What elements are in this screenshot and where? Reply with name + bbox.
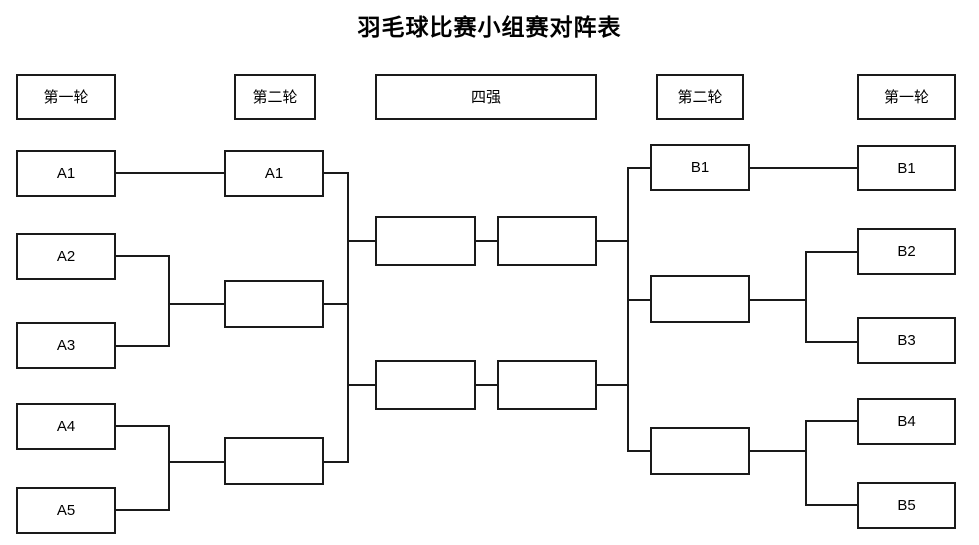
connector-left-a4a5-vertical <box>168 425 170 511</box>
connector-right-sf-top-vertical <box>627 167 629 301</box>
connector-left-r2mid-stub <box>324 303 349 305</box>
connector-right-sf-bottom-out <box>597 384 627 386</box>
slot-left-r1-a1[interactable]: A1 <box>16 150 116 197</box>
slot-right-r1-b4[interactable]: B4 <box>857 398 956 445</box>
header-left-round1: 第一轮 <box>16 74 116 120</box>
connector-left-sf-bottom-vertical <box>347 303 349 463</box>
connector-left-a1-straight <box>116 172 224 174</box>
slot-semifinal-right-top[interactable] <box>497 216 597 266</box>
connector-right-b3-stub <box>805 341 857 343</box>
connector-center-bottom <box>476 384 497 386</box>
slot-semifinal-left-top[interactable] <box>375 216 476 266</box>
slot-right-r2-middle[interactable] <box>650 275 750 323</box>
slot-left-r1-a5[interactable]: A5 <box>16 487 116 534</box>
header-right-round2: 第二轮 <box>656 74 744 120</box>
slot-left-r1-a4[interactable]: A4 <box>16 403 116 450</box>
slot-left-r2-top[interactable]: A1 <box>224 150 324 197</box>
slot-right-r1-b5[interactable]: B5 <box>857 482 956 529</box>
slot-left-r1-a2[interactable]: A2 <box>16 233 116 280</box>
connector-center-top <box>476 240 497 242</box>
slot-right-r1-b3[interactable]: B3 <box>857 317 956 364</box>
connector-left-r2bot-stub <box>324 461 349 463</box>
connector-right-r2top-stub <box>627 167 652 169</box>
connector-left-a2-stub <box>116 255 170 257</box>
connector-left-sf-top-out <box>347 240 375 242</box>
connector-right-b2-stub <box>805 251 857 253</box>
slot-semifinal-left-bottom[interactable] <box>375 360 476 410</box>
connector-right-b4b5-in <box>750 450 807 452</box>
connector-right-r2bot-stub <box>627 450 652 452</box>
connector-left-sf-top-vertical <box>347 172 349 305</box>
slot-left-r2-bottom[interactable] <box>224 437 324 485</box>
connector-right-b2b3-in <box>750 299 807 301</box>
connector-right-r2mid-stub <box>627 299 652 301</box>
slot-left-r1-a3[interactable]: A3 <box>16 322 116 369</box>
page-title: 羽毛球比赛小组赛对阵表 <box>357 14 622 40</box>
connector-left-a2a3-out <box>168 303 224 305</box>
connector-left-a2a3-vertical <box>168 255 170 347</box>
header-center-final-four: 四强 <box>375 74 597 120</box>
connector-right-sf-top-out <box>597 240 627 242</box>
connector-right-b4b5-vertical <box>805 420 807 506</box>
connector-left-sf-bottom-out <box>347 384 375 386</box>
connector-left-a4a5-out <box>168 461 224 463</box>
slot-right-r2-top[interactable]: B1 <box>650 144 750 191</box>
connector-left-a3-stub <box>116 345 170 347</box>
connector-right-b2b3-vertical <box>805 251 807 343</box>
slot-semifinal-right-bottom[interactable] <box>497 360 597 410</box>
connector-left-r2top-stub <box>324 172 349 174</box>
slot-right-r2-bottom[interactable] <box>650 427 750 475</box>
slot-right-r1-b2[interactable]: B2 <box>857 228 956 275</box>
header-left-round2: 第二轮 <box>234 74 316 120</box>
slot-left-r2-middle[interactable] <box>224 280 324 328</box>
header-right-round1: 第一轮 <box>857 74 956 120</box>
connector-right-b1-straight <box>750 167 857 169</box>
connector-left-a4-stub <box>116 425 170 427</box>
connector-left-a5-stub <box>116 509 170 511</box>
connector-right-b4-stub <box>805 420 857 422</box>
connector-right-b5-stub <box>805 504 857 506</box>
slot-right-r1-b1[interactable]: B1 <box>857 145 956 191</box>
connector-right-sf-bottom-vertical <box>627 299 629 452</box>
